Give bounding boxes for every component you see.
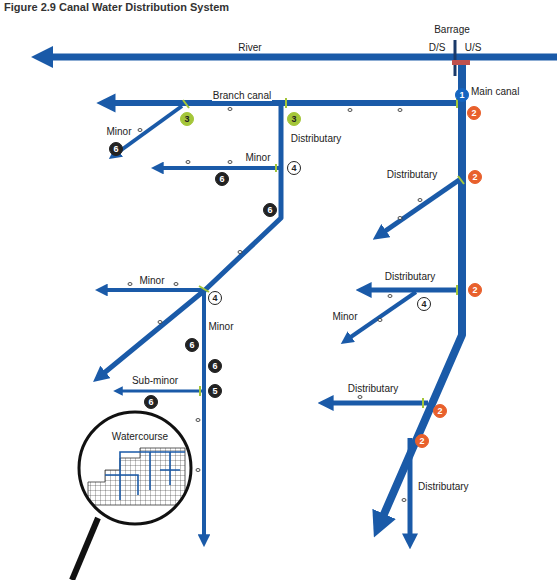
callout-number: 5 xyxy=(208,384,222,398)
callout-number: 2 xyxy=(467,106,481,120)
canal-label: Watercourse xyxy=(111,431,169,442)
callout-text: 5 xyxy=(212,387,217,396)
callout-text: 2 xyxy=(419,437,424,446)
callout-text: 6 xyxy=(148,398,153,407)
canal-label: Minor xyxy=(331,311,358,322)
callout-number: 4 xyxy=(287,161,301,175)
callout-number: 1 xyxy=(455,88,469,102)
callout-number: 6 xyxy=(208,359,222,373)
callout-number: 6 xyxy=(263,203,277,217)
callout-number: 6 xyxy=(144,395,158,409)
callout-text: 6 xyxy=(113,145,118,154)
canal-label: Main canal xyxy=(470,86,520,97)
canal-label: Minor xyxy=(244,152,271,163)
callout-number: 6 xyxy=(109,142,123,156)
callout-number: 2 xyxy=(468,283,482,297)
canal-label: Minor xyxy=(207,321,234,332)
canal-label: River xyxy=(237,42,262,53)
callout-number: 6 xyxy=(185,338,199,352)
callout-number: 3 xyxy=(287,112,301,126)
callout-text: 3 xyxy=(291,115,296,124)
callout-text: 2 xyxy=(472,173,477,182)
callout-text: 2 xyxy=(437,407,442,416)
callout-text: 6 xyxy=(219,175,224,184)
callout-text: 2 xyxy=(472,286,477,295)
callout-number: 2 xyxy=(415,434,429,448)
callout-text: 4 xyxy=(212,294,217,303)
canal-label: Distributary xyxy=(347,383,400,394)
callout-text: 6 xyxy=(267,206,272,215)
canal-label: Minor xyxy=(105,126,132,137)
canal-label: Sub-minor xyxy=(131,375,179,386)
callout-number: 4 xyxy=(208,291,222,305)
canal-label: Barrage xyxy=(433,24,471,35)
figure-title: Figure 2.9 Canal Water Distribution Syst… xyxy=(3,1,230,13)
callout-text: 6 xyxy=(212,362,217,371)
canal-label: Branch canal xyxy=(212,90,272,101)
canal-label: Distributary xyxy=(384,271,437,282)
callout-text: 1 xyxy=(459,91,464,100)
callout-text: 4 xyxy=(291,164,296,173)
canal-label: Distributary xyxy=(417,481,470,492)
callout-number: 6 xyxy=(215,172,229,186)
canal-label: Distributary xyxy=(290,133,343,144)
callout-number: 3 xyxy=(180,112,194,126)
canal-label: Distributary xyxy=(386,169,439,180)
canal-label: Minor xyxy=(138,275,165,286)
callout-number: 4 xyxy=(417,297,431,311)
callout-number: 2 xyxy=(433,404,447,418)
callout-text: 3 xyxy=(184,115,189,124)
canal-label: U/S xyxy=(464,42,483,53)
canal-label: D/S xyxy=(428,42,447,53)
callout-text: 4 xyxy=(421,300,426,309)
callout-number: 2 xyxy=(468,170,482,184)
callout-text: 2 xyxy=(471,109,476,118)
callout-text: 6 xyxy=(189,341,194,350)
